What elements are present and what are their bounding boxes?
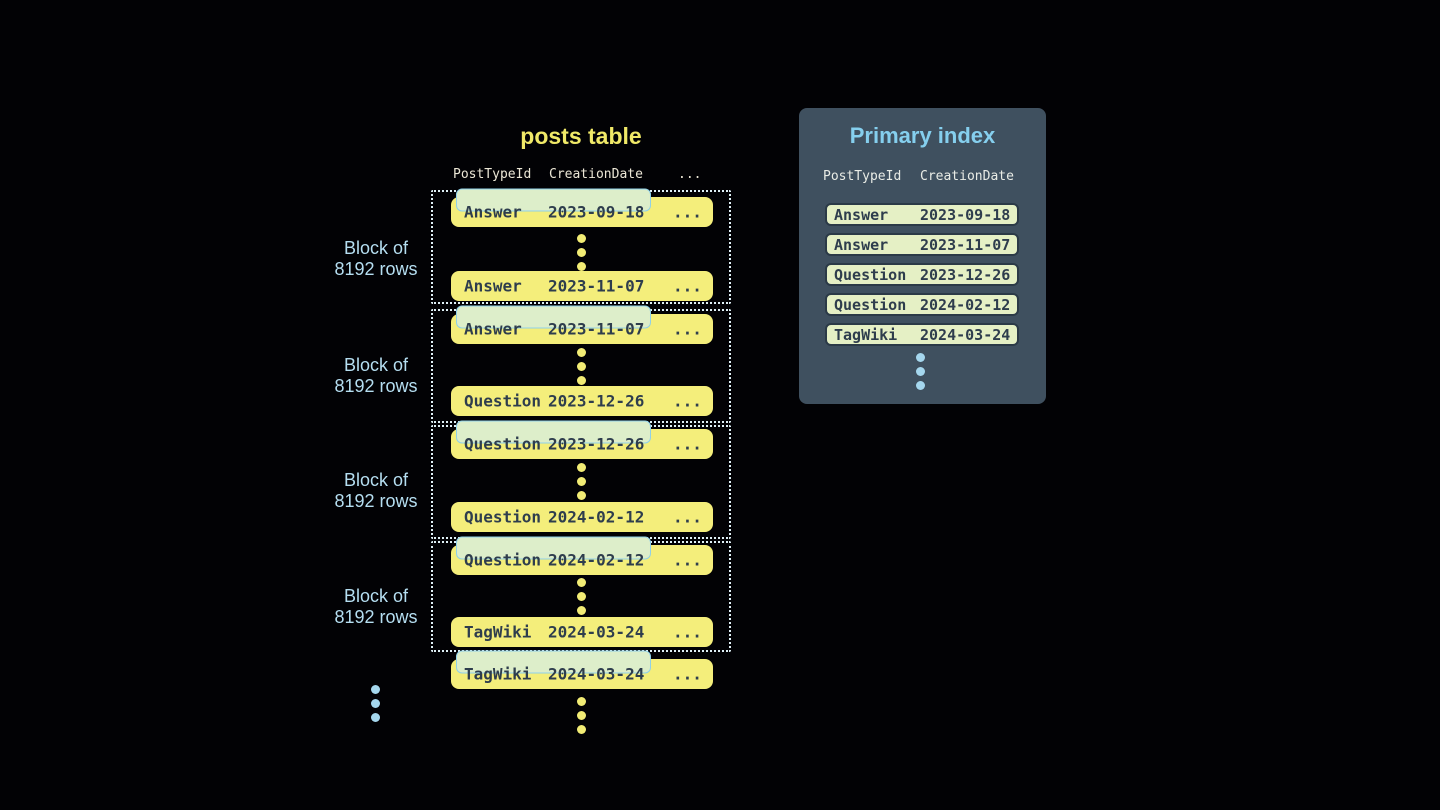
index-entry-highlight [456, 420, 651, 444]
omitted-entries-ellipsis-icon [916, 353, 925, 390]
block-label-line2: 8192 rows [334, 259, 418, 279]
column-header-more: ... [678, 167, 702, 182]
block-4-last-row: TagWiki 2024-03-24 ... [451, 617, 713, 647]
row-posttypeid: Question [464, 434, 542, 454]
block-label-line2: 8192 rows [334, 376, 418, 396]
index-entry: TagWiki 2024-03-24 [825, 323, 1019, 346]
row-creationdate: 2024-02-12 [548, 507, 645, 527]
index-entry-highlight [456, 650, 651, 674]
row-posttypeid: Answer [464, 319, 522, 339]
row-creationdate: 2023-12-26 [548, 391, 645, 411]
block-1-label: Block of 8192 rows [291, 238, 461, 280]
primary-index-title: Primary index [849, 123, 996, 148]
entry-posttypeid: Question [834, 265, 907, 284]
row-creationdate: 2024-03-24 [548, 664, 645, 684]
block-3-last-row: Question 2024-02-12 ... [451, 502, 713, 532]
row-posttypeid: Answer [464, 202, 522, 222]
block-label-line1: Block of [343, 238, 409, 258]
entry-creationdate: 2023-11-07 [920, 235, 1011, 254]
posts-table-title: posts table [520, 123, 642, 149]
block-4-label: Block of 8192 rows [291, 586, 461, 628]
row-more-columns: ... [673, 434, 702, 454]
row-creationdate: 2023-11-07 [548, 319, 645, 339]
omitted-rows-ellipsis-icon [577, 348, 586, 385]
column-header-creationdate: CreationDate [920, 169, 1014, 184]
index-entry: Question 2023-12-26 [825, 263, 1019, 286]
posts-table-column-headers: PostTypeId CreationDate ... [452, 167, 714, 183]
block-label-line2: 8192 rows [334, 607, 418, 627]
row-creationdate: 2024-03-24 [548, 622, 645, 642]
index-entry-highlight [456, 188, 651, 212]
index-entry: Question 2024-02-12 [825, 293, 1019, 316]
entry-creationdate: 2023-09-18 [920, 205, 1011, 224]
index-entry-highlight [456, 305, 651, 329]
entry-posttypeid: TagWiki [834, 325, 898, 344]
block-label-line1: Block of [343, 586, 409, 606]
row-more-columns: ... [673, 622, 702, 642]
row-posttypeid: Question [464, 391, 542, 411]
entry-creationdate: 2024-03-24 [920, 325, 1011, 344]
row-more-columns: ... [673, 507, 702, 527]
block-label-line1: Block of [343, 470, 409, 490]
index-entry: Answer 2023-09-18 [825, 203, 1019, 226]
row-more-columns: ... [673, 319, 702, 339]
block-2-first-row: Answer 2023-11-07 ... [451, 305, 713, 344]
column-header-posttypeid: PostTypeId [453, 167, 532, 182]
block-3-label: Block of 8192 rows [291, 470, 461, 512]
block-2-label: Block of 8192 rows [291, 355, 461, 397]
row-creationdate: 2023-09-18 [548, 202, 645, 222]
index-entry-highlight [456, 536, 651, 560]
block-2-last-row: Question 2023-12-26 ... [451, 386, 713, 416]
row-more-columns: ... [673, 391, 702, 411]
omitted-rows-ellipsis-icon [577, 697, 586, 734]
block-1-first-row: Answer 2023-09-18 ... [451, 188, 713, 227]
row-posttypeid: TagWiki [464, 664, 532, 684]
entry-creationdate: 2023-12-26 [920, 265, 1011, 284]
primary-index-panel: Primary index PostTypeId CreationDate An… [799, 108, 1046, 404]
entry-posttypeid: Question [834, 295, 907, 314]
entry-posttypeid: Answer [834, 205, 889, 224]
omitted-rows-ellipsis-icon [577, 463, 586, 500]
row-posttypeid: Answer [464, 276, 522, 296]
omitted-blocks-ellipsis-icon [371, 685, 380, 722]
column-header-creationdate: CreationDate [549, 167, 643, 182]
column-header-posttypeid: PostTypeId [823, 169, 902, 184]
next-block-first-row: TagWiki 2024-03-24 ... [451, 650, 713, 689]
row-more-columns: ... [673, 550, 702, 570]
row-more-columns: ... [673, 664, 702, 684]
entry-creationdate: 2024-02-12 [920, 295, 1011, 314]
row-creationdate: 2023-11-07 [548, 276, 645, 296]
row-creationdate: 2023-12-26 [548, 434, 645, 454]
block-label-line1: Block of [343, 355, 409, 375]
row-creationdate: 2024-02-12 [548, 550, 645, 570]
block-1-last-row: Answer 2023-11-07 ... [451, 271, 713, 301]
row-posttypeid: TagWiki [464, 622, 532, 642]
row-posttypeid: Question [464, 550, 542, 570]
row-more-columns: ... [673, 202, 702, 222]
row-more-columns: ... [673, 276, 702, 296]
omitted-rows-ellipsis-icon [577, 578, 586, 615]
block-3-first-row: Question 2023-12-26 ... [451, 420, 713, 459]
row-posttypeid: Question [464, 507, 542, 527]
entry-posttypeid: Answer [834, 235, 889, 254]
omitted-rows-ellipsis-icon [577, 234, 586, 271]
block-label-line2: 8192 rows [334, 491, 418, 511]
index-entry: Answer 2023-11-07 [825, 233, 1019, 256]
block-4-first-row: Question 2024-02-12 ... [451, 536, 713, 575]
